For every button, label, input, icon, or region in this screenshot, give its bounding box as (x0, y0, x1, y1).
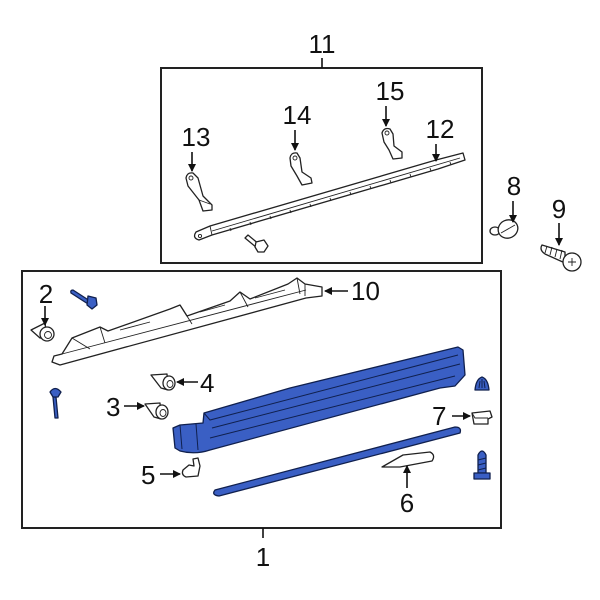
callout-14[interactable]: 14 (283, 100, 312, 130)
part-6-pad[interactable] (381, 451, 435, 468)
callout-5[interactable]: 5 (141, 460, 155, 490)
part-12-rail[interactable] (193, 152, 466, 241)
callout-3[interactable]: 3 (106, 392, 120, 422)
part-2-grommet[interactable] (30, 322, 55, 342)
lower-group-box: 1 (21, 270, 502, 572)
part-8-plug[interactable] (489, 217, 521, 242)
upper-group-box: 11 (160, 29, 483, 264)
callout-15[interactable]: 15 (376, 76, 405, 106)
blue-clip[interactable] (474, 376, 490, 391)
part-7-retainer[interactable] (471, 410, 493, 425)
callout-13[interactable]: 13 (182, 122, 211, 152)
callout-7[interactable]: 7 (432, 401, 446, 431)
rail-bolt[interactable] (244, 234, 269, 253)
part-15-bracket[interactable] (381, 127, 403, 160)
blue-screw[interactable] (473, 450, 491, 480)
part-3-grommet[interactable] (144, 402, 169, 420)
lower-molding-strip[interactable] (213, 426, 462, 497)
callout-8[interactable]: 8 (507, 171, 521, 201)
callout-2[interactable]: 2 (39, 279, 53, 309)
part-13-bracket[interactable] (185, 172, 213, 212)
lower-frame (21, 270, 502, 529)
rocker-panel-molding[interactable] (172, 346, 466, 454)
callout-12[interactable]: 12 (426, 114, 455, 144)
blue-bolt[interactable] (70, 289, 98, 310)
callout-4[interactable]: 4 (200, 368, 214, 398)
callout-10[interactable]: 10 (351, 276, 380, 306)
part-9-screw[interactable] (540, 244, 582, 272)
part-4-grommet[interactable] (150, 373, 176, 391)
part-10-bracket[interactable] (51, 277, 323, 366)
part-14-bracket[interactable] (289, 152, 313, 186)
callout-9[interactable]: 9 (552, 194, 566, 224)
blue-pin[interactable] (49, 387, 62, 419)
callout-6[interactable]: 6 (400, 488, 414, 518)
callout-1[interactable]: 1 (256, 542, 270, 572)
callout-11[interactable]: 11 (309, 29, 336, 59)
part-5-clip[interactable] (181, 457, 201, 478)
